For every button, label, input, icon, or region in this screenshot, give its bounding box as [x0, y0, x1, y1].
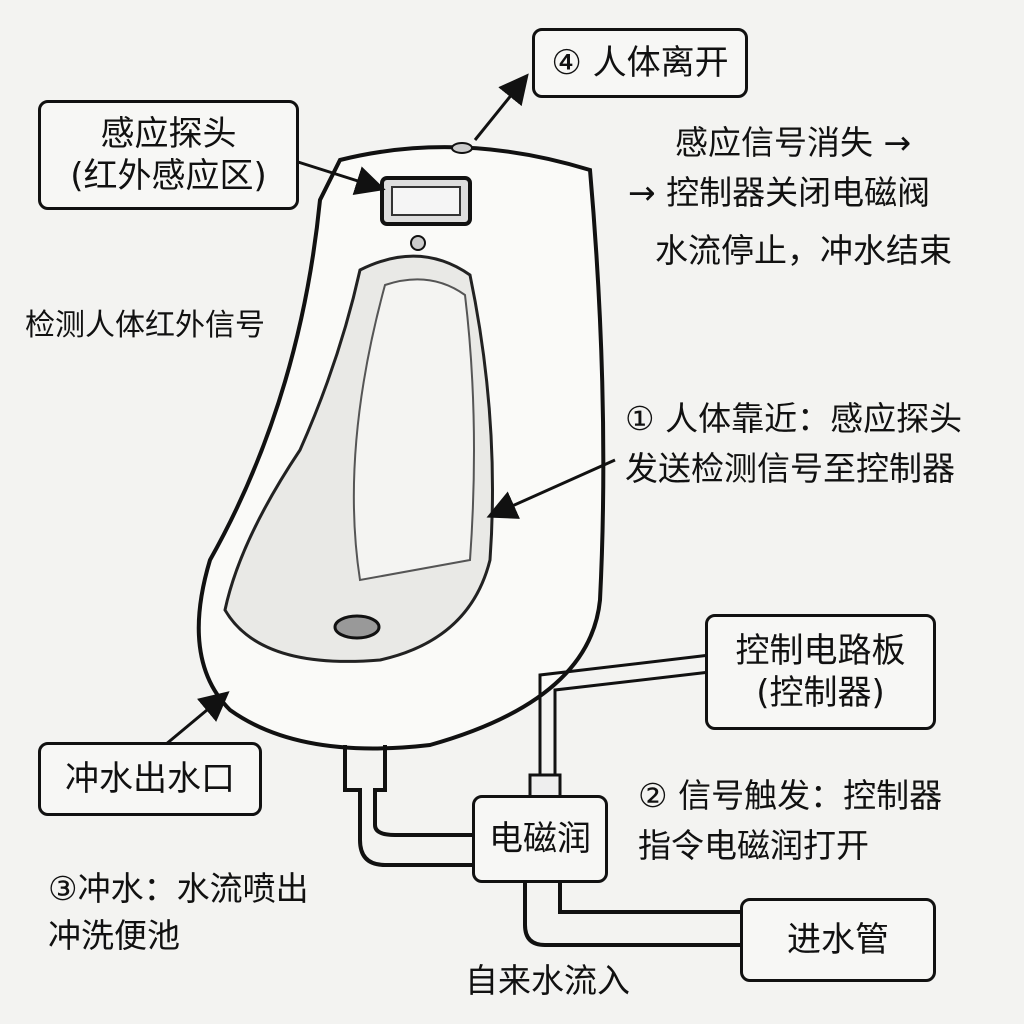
- step1-line1: ① 人体靠近：感应探头: [625, 399, 963, 438]
- step1-line2: 发送检测信号至控制器: [625, 449, 955, 488]
- outlet-pipe: [343, 745, 480, 867]
- valve-label: 电磁润: [489, 818, 591, 859]
- arrow-sensor: [297, 160, 386, 196]
- end-line1: 感应信号消失 →: [675, 123, 912, 162]
- drain: [333, 614, 381, 640]
- tap-in-label: 自来水流入: [465, 961, 630, 1000]
- inlet-pipe: [523, 880, 740, 947]
- controller-box: 控制电路板 (控制器): [705, 614, 936, 730]
- step2-line2: 指令电磁润打开: [638, 826, 869, 865]
- outlet-box: 冲水出水口: [38, 742, 262, 816]
- step3-line2: 冲洗便池: [48, 916, 180, 955]
- controller-label: 控制电路板: [735, 630, 906, 671]
- outlet-label: 冲水出水口: [65, 758, 235, 799]
- end-line2: → 控制器关闭电磁阀: [628, 173, 931, 212]
- sensor-sublabel: (红外感应区): [70, 156, 267, 196]
- step2-line1: ② 信号触发：控制器: [638, 776, 943, 815]
- inlet-label: 进水管: [787, 919, 889, 960]
- end-line3: 水流停止，冲水结束: [655, 231, 952, 270]
- valve-box: 电磁润: [472, 795, 608, 883]
- arrow-step4: [473, 73, 529, 141]
- step3-line1: ③冲水：水流喷出: [48, 869, 309, 908]
- arrow-outlet: [164, 691, 230, 747]
- detect-label: 检测人体红外信号: [25, 308, 265, 343]
- inlet-box: 进水管: [740, 898, 936, 982]
- sensor-box: 感应探头 (红外感应区): [38, 100, 299, 210]
- controller-wire: [538, 653, 711, 790]
- arrow-step1: [486, 458, 616, 519]
- controller-sublabel: (控制器): [756, 673, 885, 713]
- step4-box: ④ 人体离开: [532, 28, 748, 98]
- step4-label: ④ 人体离开: [551, 42, 729, 83]
- sensor-label: 感应探头: [100, 113, 237, 154]
